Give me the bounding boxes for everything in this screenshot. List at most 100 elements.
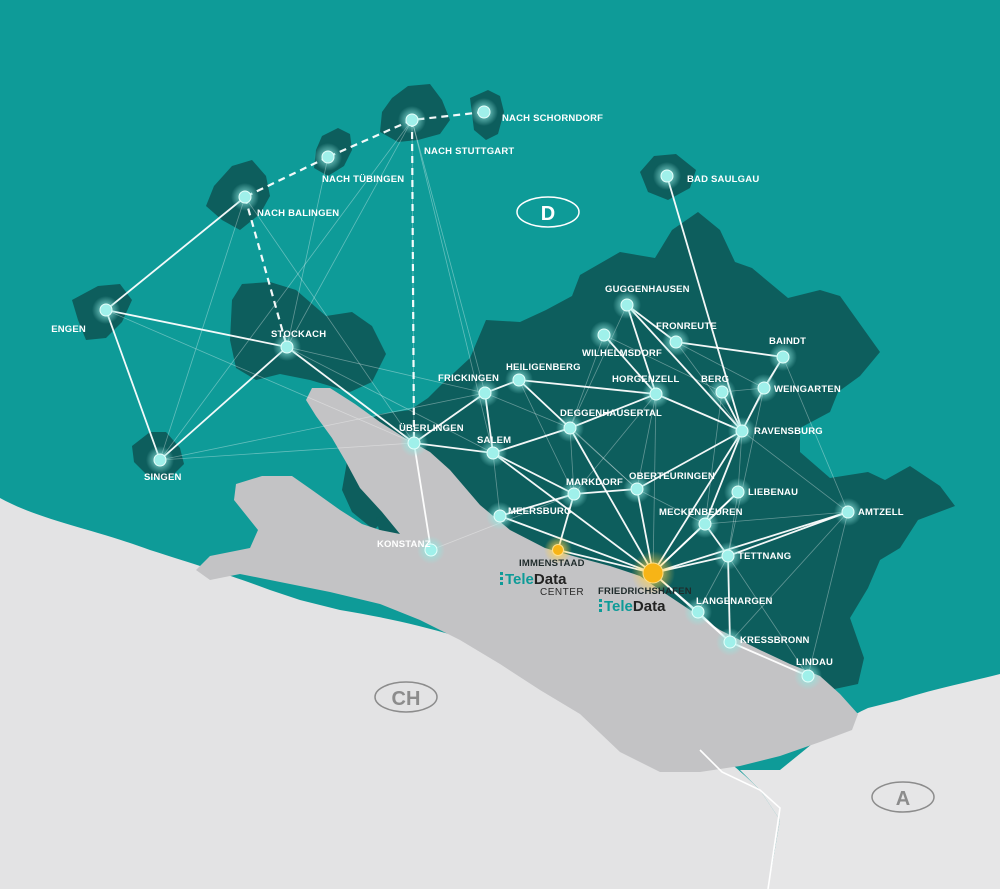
connection-line bbox=[105, 196, 246, 311]
dashed-connection-line bbox=[327, 118, 413, 159]
meersburg-node bbox=[493, 509, 507, 523]
frickingen-label: FRICKINGEN bbox=[438, 373, 499, 384]
svg-text:TeleData: TeleData bbox=[505, 571, 567, 588]
thin-connection-line bbox=[573, 393, 657, 495]
teledata-logo: TeleData bbox=[599, 598, 666, 615]
thin-connection-line bbox=[286, 156, 329, 348]
thin-connection-line bbox=[105, 309, 415, 444]
singen-node bbox=[153, 453, 167, 467]
connection-line bbox=[675, 341, 784, 358]
dashed-connection-line bbox=[410, 119, 416, 444]
thin-connection-line bbox=[727, 387, 765, 557]
connection-line bbox=[492, 452, 654, 574]
connection-line bbox=[413, 392, 486, 444]
region-main bbox=[342, 212, 955, 690]
connection-line bbox=[569, 427, 654, 574]
oberteuringen-label: OBERTEURINGEN bbox=[629, 471, 715, 482]
langenargen-label: LANGENARGEN bbox=[696, 596, 773, 607]
ravensburg-label: RAVENSBURG bbox=[754, 426, 823, 437]
brand-tele-text: Tele bbox=[604, 598, 633, 615]
tettnang-label: TETTNANG bbox=[738, 551, 791, 562]
country-marker-switzerland: CH bbox=[374, 681, 438, 713]
deggenhausertal-node bbox=[563, 421, 577, 435]
thin-connection-line bbox=[603, 334, 723, 393]
horgenzell-label: HORGENZELL bbox=[612, 374, 679, 385]
thin-connection-line bbox=[159, 119, 413, 461]
meckenbeuren-label: MECKENBEUREN bbox=[659, 507, 743, 518]
country-label-austria: A bbox=[896, 788, 910, 810]
thin-connection-line bbox=[675, 341, 765, 389]
fronreute-node bbox=[669, 335, 683, 349]
stockach-label: STOCKACH bbox=[271, 329, 326, 340]
connection-line bbox=[626, 304, 657, 395]
thin-connection-line bbox=[807, 511, 849, 677]
meersburg-label: MEERSBURG bbox=[508, 506, 572, 517]
connection-line bbox=[655, 393, 743, 432]
dashed-connection-line bbox=[244, 156, 329, 198]
wilhelmsdorf-label: WILHELMSDORF bbox=[582, 348, 662, 359]
engen-node bbox=[99, 303, 113, 317]
lake-constance bbox=[196, 388, 858, 772]
connection-line bbox=[492, 452, 575, 495]
connection-line bbox=[518, 379, 657, 395]
immenstaad-node bbox=[552, 544, 564, 556]
connection-line bbox=[413, 442, 432, 551]
meckenbeuren-node bbox=[698, 517, 712, 531]
connection-line bbox=[105, 309, 161, 461]
thin-connection-line bbox=[244, 196, 415, 444]
thin-connection-line bbox=[411, 119, 486, 394]
thin-connection-line bbox=[729, 511, 849, 643]
connection-line bbox=[729, 641, 809, 677]
brand-center-text: CENTER bbox=[540, 587, 584, 598]
ueberlingen-node bbox=[407, 436, 421, 450]
connection-line bbox=[727, 555, 731, 643]
guggenhausen-label: GUGGENHAUSEN bbox=[605, 284, 690, 295]
land-austria bbox=[740, 674, 1000, 889]
balingen-label: NACH BALINGEN bbox=[257, 208, 339, 219]
baindt-node bbox=[776, 350, 790, 364]
baindt-label: BAINDT bbox=[769, 336, 806, 347]
connection-line bbox=[704, 430, 743, 525]
connection-line bbox=[652, 511, 849, 574]
ravensburg-node bbox=[735, 424, 749, 438]
markdorf-node bbox=[567, 487, 581, 501]
brand-data-text: Data bbox=[534, 571, 567, 588]
markdorf-label: MARKDORF bbox=[566, 477, 623, 488]
thin-connection-line bbox=[569, 427, 638, 490]
heiligenberg-node bbox=[512, 373, 526, 387]
kressbronn-node bbox=[723, 635, 737, 649]
thin-connection-line bbox=[159, 392, 486, 461]
fronreute-label: FRONREUTE bbox=[656, 321, 717, 332]
weingarten-node bbox=[757, 381, 771, 395]
stuttgart-label: NACH STUTTGART bbox=[424, 146, 514, 157]
engen-label: ENGEN bbox=[51, 324, 86, 335]
connection-line bbox=[105, 309, 288, 348]
liebenau-label: LIEBENAU bbox=[748, 487, 798, 498]
lindau-node bbox=[801, 669, 815, 683]
wilhelmsdorf-node bbox=[597, 328, 611, 342]
stuttgart-node bbox=[405, 113, 419, 127]
berg-label: BERG bbox=[701, 374, 729, 385]
brand-data-text: Data bbox=[633, 598, 666, 615]
thin-connection-line bbox=[704, 511, 849, 525]
balingen-node bbox=[238, 190, 252, 204]
connection-line bbox=[626, 304, 743, 432]
network-nodes bbox=[92, 98, 862, 690]
amtzell-label: AMTZELL bbox=[858, 507, 904, 518]
coverage-regions bbox=[72, 84, 955, 690]
stockach-node bbox=[280, 340, 294, 354]
country-marker-austria: A bbox=[871, 781, 935, 813]
thin-connection-line bbox=[569, 304, 628, 429]
land-switzerland bbox=[0, 498, 780, 889]
thin-connection-line bbox=[675, 341, 743, 432]
connection-line bbox=[652, 430, 743, 574]
thin-connection-line bbox=[286, 119, 413, 348]
weingarten-label: WEINGARTEN bbox=[774, 384, 841, 395]
dashed-connection-line bbox=[243, 196, 289, 348]
schorndorf-node bbox=[477, 105, 491, 119]
singen-label: SINGEN bbox=[144, 472, 182, 483]
kressbronn-label: KRESSBRONN bbox=[740, 635, 810, 646]
konstanz-label: KONSTANZ bbox=[377, 539, 431, 550]
